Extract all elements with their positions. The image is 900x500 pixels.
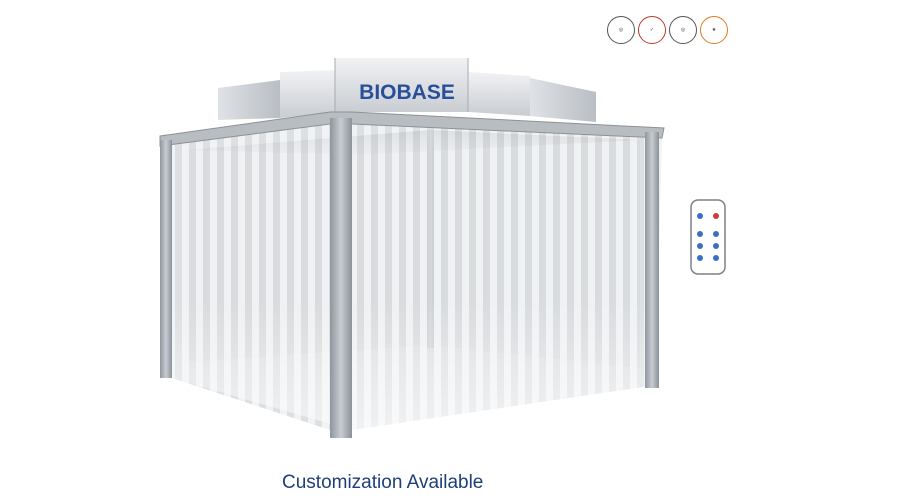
front-post-center: [330, 118, 352, 438]
top-frame: [159, 111, 665, 147]
quality-award-badge: ★: [700, 16, 728, 44]
iso-certification-badge: ◎: [607, 16, 635, 44]
customization-caption: Customization Available: [282, 472, 484, 493]
front-post-left: [160, 140, 172, 378]
brand-logo: BIOBASE: [359, 81, 455, 104]
front-post-right: [645, 132, 659, 388]
ce-mark-badge: ✓: [638, 16, 666, 44]
fan-filter-units: [218, 58, 596, 122]
remote-control-icon: [690, 199, 726, 275]
iso-14001-badge: ◎: [669, 16, 697, 44]
